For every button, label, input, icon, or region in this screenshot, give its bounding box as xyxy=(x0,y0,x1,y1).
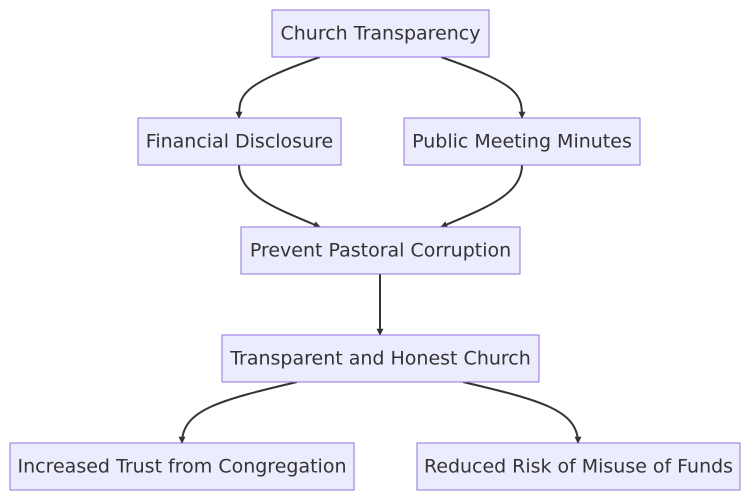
edge-financial-disclosure-to-prevent-pastoral-corruption xyxy=(238,164,321,228)
edge-public-meeting-minutes-to-prevent-pastoral-corruption xyxy=(440,164,523,228)
node-label: Church Transparency xyxy=(280,23,480,45)
node-label: Public Meeting Minutes xyxy=(412,131,632,153)
node-label: Increased Trust from Congregation xyxy=(18,456,347,478)
node-increased-trust-from-congregation: Increased Trust from Congregation xyxy=(9,442,355,491)
edge-transparent-and-honest-church-to-reduced-risk xyxy=(462,381,582,444)
edge-church-transparency-to-financial-disclosure xyxy=(235,56,321,119)
node-church-transparency: Church Transparency xyxy=(271,9,490,58)
edge-transparent-and-honest-church-to-increased-trust xyxy=(178,381,298,444)
node-public-meeting-minutes: Public Meeting Minutes xyxy=(403,117,641,166)
node-financial-disclosure: Financial Disclosure xyxy=(137,117,342,166)
node-label: Financial Disclosure xyxy=(146,131,333,153)
node-transparent-and-honest-church: Transparent and Honest Church xyxy=(221,334,540,383)
edge-church-transparency-to-public-meeting-minutes xyxy=(440,56,526,119)
node-prevent-pastoral-corruption: Prevent Pastoral Corruption xyxy=(240,226,521,275)
node-label: Prevent Pastoral Corruption xyxy=(250,240,511,262)
edges xyxy=(178,56,582,444)
node-label: Transparent and Honest Church xyxy=(229,348,531,370)
node-reduced-risk-of-misuse-of-funds: Reduced Risk of Misuse of Funds xyxy=(416,442,741,491)
node-label: Reduced Risk of Misuse of Funds xyxy=(424,456,733,478)
